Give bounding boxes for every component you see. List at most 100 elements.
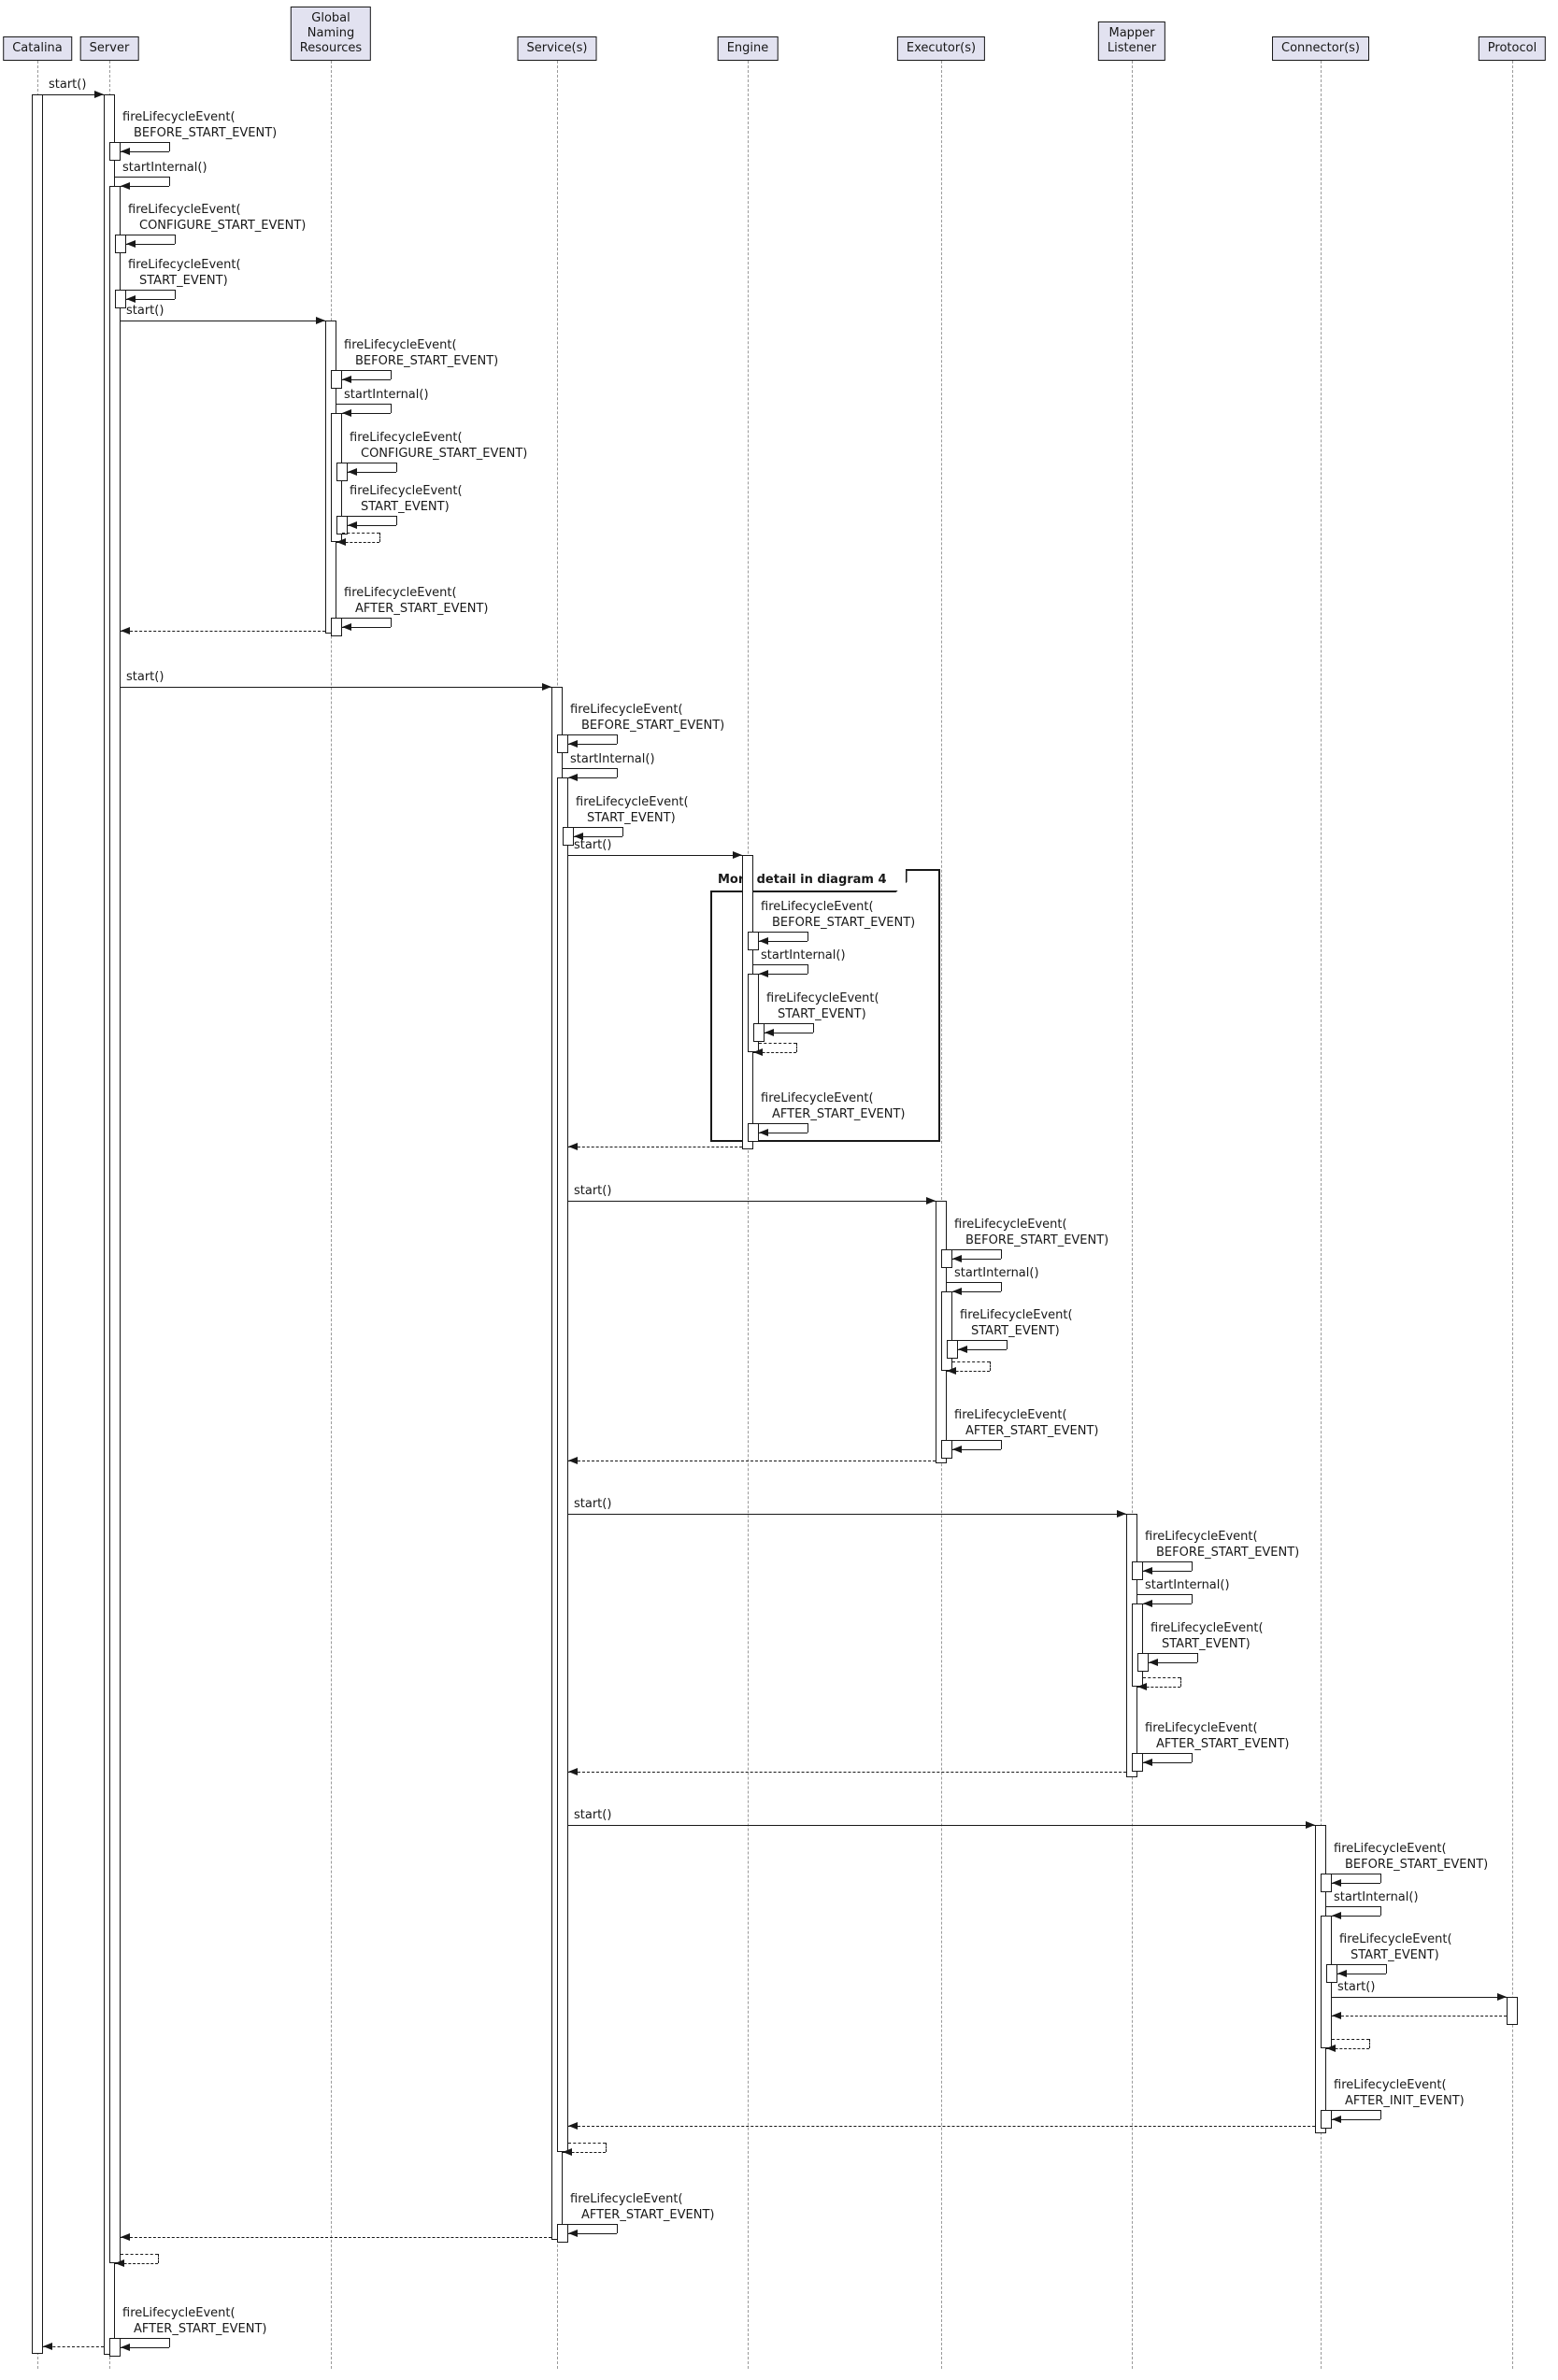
activation-bar <box>331 370 342 389</box>
arrowhead-left-icon <box>563 2148 572 2156</box>
self-call-line <box>115 177 169 178</box>
arrowhead-left-icon <box>952 1255 962 1262</box>
return-line <box>568 1772 1126 1773</box>
self-return-line <box>1137 1687 1180 1688</box>
arrowhead-left-icon <box>759 937 768 945</box>
arrowhead-right-icon <box>316 317 325 324</box>
arrowhead-left-icon <box>568 740 578 748</box>
self-call-line <box>1332 1883 1380 1884</box>
self-message-label: fireLifecycleEvent(START_EVENT) <box>766 990 879 1022</box>
self-call-line <box>391 618 392 627</box>
self-message-text: fireLifecycleEvent( <box>350 431 463 445</box>
participant-box: Executor(s) <box>896 36 986 61</box>
message-label: start() <box>49 78 87 92</box>
return-line <box>121 631 325 632</box>
arrowhead-right-icon <box>1117 1510 1126 1518</box>
self-call-line <box>391 370 392 379</box>
arrowhead-left-icon <box>952 1446 962 1453</box>
self-return-line <box>753 1052 796 1053</box>
arrowhead-left-icon <box>568 1457 578 1464</box>
arrowhead-left-icon <box>947 1367 956 1375</box>
self-message-text: AFTER_START_EVENT) <box>1156 1737 1290 1751</box>
self-message-label: fireLifecycleEvent(BEFORE_START_EVENT) <box>954 1217 1108 1248</box>
participant-label: Executor(s) <box>906 41 977 55</box>
message-label: start() <box>574 838 612 852</box>
self-call-line <box>348 525 396 526</box>
self-message-label: startInternal() <box>570 751 655 767</box>
self-return-line <box>115 2263 158 2264</box>
arrowhead-left-icon <box>753 1048 763 1056</box>
activation-bar <box>563 827 574 846</box>
self-message-label: fireLifecycleEvent(START_EVENT) <box>960 1307 1073 1339</box>
self-return-line <box>336 542 379 543</box>
self-call-line <box>1001 1440 1002 1449</box>
self-message-label: fireLifecycleEvent(CONFIGURE_START_EVENT… <box>128 202 306 234</box>
self-call-line <box>947 1282 1001 1283</box>
message-label: start() <box>1337 1980 1376 1994</box>
self-call-line <box>175 235 176 244</box>
self-message-text: fireLifecycleEvent( <box>1334 1842 1447 1856</box>
self-call-line <box>336 404 391 405</box>
self-call-line <box>121 290 175 291</box>
self-message-label: startInternal() <box>344 387 429 403</box>
arrowhead-left-icon <box>1143 1600 1152 1607</box>
self-call-line <box>952 1340 1007 1341</box>
self-call-line <box>342 516 396 517</box>
self-call-line <box>1192 1561 1193 1571</box>
arrowhead-left-icon <box>342 409 351 417</box>
self-return-line <box>1332 2039 1369 2040</box>
self-message-text: BEFORE_START_EVENT) <box>1156 1546 1300 1560</box>
self-message-text: fireLifecycleEvent( <box>766 991 879 1005</box>
return-line <box>568 2126 1315 2127</box>
arrowhead-left-icon <box>121 182 130 190</box>
self-return-line <box>121 2254 158 2255</box>
activation-bar <box>1132 1603 1143 1687</box>
participant-box: Service(s) <box>517 36 597 61</box>
self-return-line <box>568 2143 606 2144</box>
activation-bar <box>941 1249 952 1268</box>
self-message-text: AFTER_START_EVENT) <box>355 602 489 616</box>
self-message-label: fireLifecycleEvent(AFTER_START_EVENT) <box>344 585 489 617</box>
participant-label: Protocol <box>1487 41 1537 55</box>
self-message-text: fireLifecycleEvent( <box>1334 2078 1447 2092</box>
arrowhead-left-icon <box>121 2344 130 2351</box>
lifeline <box>1321 61 1322 2369</box>
activation-bar <box>1326 1964 1337 1983</box>
self-message-label: startInternal() <box>1334 1889 1419 1905</box>
activation-bar <box>109 186 121 2263</box>
arrowhead-left-icon <box>952 1288 962 1295</box>
self-call-line <box>1137 1753 1192 1754</box>
self-message-label: fireLifecycleEvent(AFTER_START_EVENT) <box>1145 1720 1290 1752</box>
message-label: start() <box>574 1497 612 1511</box>
self-call-line <box>1001 1282 1002 1291</box>
activation-bar <box>1137 1653 1149 1672</box>
arrowhead-left-icon <box>1337 1970 1347 1977</box>
participant-box: Engine <box>717 36 779 61</box>
self-message-text: fireLifecycleEvent( <box>570 2192 683 2206</box>
self-call-line <box>1001 1249 1002 1259</box>
self-message-label: fireLifecycleEvent(BEFORE_START_EVENT) <box>344 337 498 369</box>
lifeline <box>1132 61 1133 2369</box>
participant-box: Catalina <box>3 36 72 61</box>
self-call-line <box>1192 1753 1193 1762</box>
self-message-label: fireLifecycleEvent(START_EVENT) <box>128 257 241 289</box>
activation-bar <box>1507 1997 1518 2025</box>
self-call-line <box>958 1349 1007 1350</box>
arrowhead-left-icon <box>1137 1683 1147 1690</box>
self-call-line <box>391 404 392 413</box>
self-message-label: fireLifecycleEvent(AFTER_INIT_EVENT) <box>1334 2077 1465 2109</box>
arrowhead-left-icon <box>121 627 130 634</box>
participant-label: Server <box>89 41 130 55</box>
arrowhead-left-icon <box>43 2343 52 2350</box>
self-call-line <box>396 516 397 525</box>
activation-bar <box>109 142 121 161</box>
self-message-label: fireLifecycleEvent(BEFORE_START_EVENT) <box>570 702 724 734</box>
participant-label: Engine <box>726 41 769 55</box>
self-message-label: startInternal() <box>954 1265 1039 1281</box>
arrowhead-left-icon <box>1149 1659 1158 1666</box>
self-call-line <box>568 827 622 828</box>
activation-bar <box>331 618 342 636</box>
self-call-line <box>342 413 391 414</box>
